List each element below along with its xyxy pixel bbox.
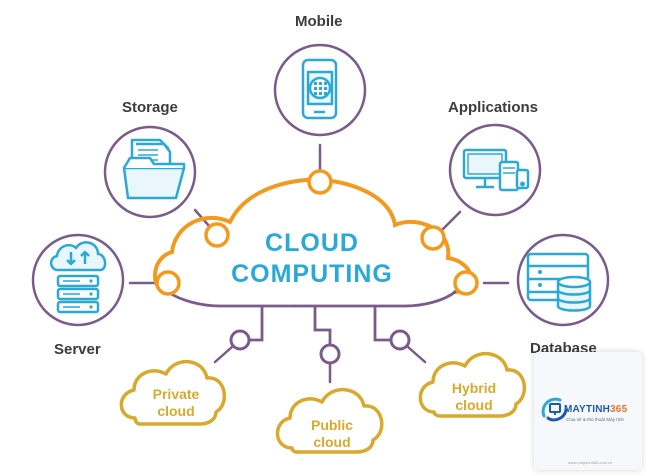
devices-icon bbox=[462, 148, 530, 192]
watermark-logo-icon bbox=[541, 397, 568, 422]
junction-dot-applications bbox=[420, 225, 446, 251]
label-private-line2: cloud bbox=[157, 403, 195, 419]
junction-dot-private bbox=[229, 329, 251, 351]
junction-dot-server bbox=[155, 270, 181, 296]
watermark-brand-number: 365 bbox=[610, 404, 628, 415]
private-cloud-shape bbox=[119, 359, 227, 426]
database-icon bbox=[526, 252, 592, 312]
watermark-brand-text: MAYTINH bbox=[564, 404, 611, 415]
label-public-line2: cloud bbox=[313, 434, 351, 450]
watermark-tagline: Chia sẻ & thủ thuật Máy tính bbox=[566, 417, 624, 422]
label-hybrid-line2: cloud bbox=[455, 397, 493, 413]
label-hybrid-line1: Hybrid bbox=[451, 380, 497, 396]
connector-private bbox=[213, 345, 234, 364]
folder-icon bbox=[122, 138, 186, 200]
label-storage: Storage bbox=[122, 99, 178, 116]
label-applications: Applications bbox=[448, 99, 539, 116]
label-private-line1: Private bbox=[152, 386, 200, 402]
center-title-line1: CLOUD bbox=[265, 229, 359, 257]
watermark-brand: MAYTINH365 bbox=[564, 404, 627, 415]
junction-dot-public bbox=[319, 343, 341, 365]
center-title-line2: COMPUTING bbox=[231, 260, 393, 288]
hybrid-cloud-shape bbox=[418, 351, 527, 418]
label-mobile: Mobile bbox=[295, 13, 343, 30]
server-icon bbox=[49, 241, 107, 314]
public-cloud-shape bbox=[275, 387, 384, 454]
connector-hybrid bbox=[406, 345, 427, 364]
mobile-icon bbox=[301, 58, 338, 120]
junction-dot-hybrid bbox=[389, 329, 411, 351]
label-public-line1: Public bbox=[310, 417, 353, 433]
junction-dot-storage bbox=[204, 222, 230, 248]
connector-applications bbox=[440, 210, 462, 232]
junction-dot-database bbox=[453, 270, 479, 296]
watermark-url: www.maytinh365.com.vn bbox=[568, 460, 613, 465]
watermark-badge: MAYTINH365 Chia sẻ & thủ thuật Máy tính … bbox=[534, 352, 642, 470]
label-server: Server bbox=[54, 341, 101, 358]
junction-dot-mobile bbox=[307, 169, 333, 195]
